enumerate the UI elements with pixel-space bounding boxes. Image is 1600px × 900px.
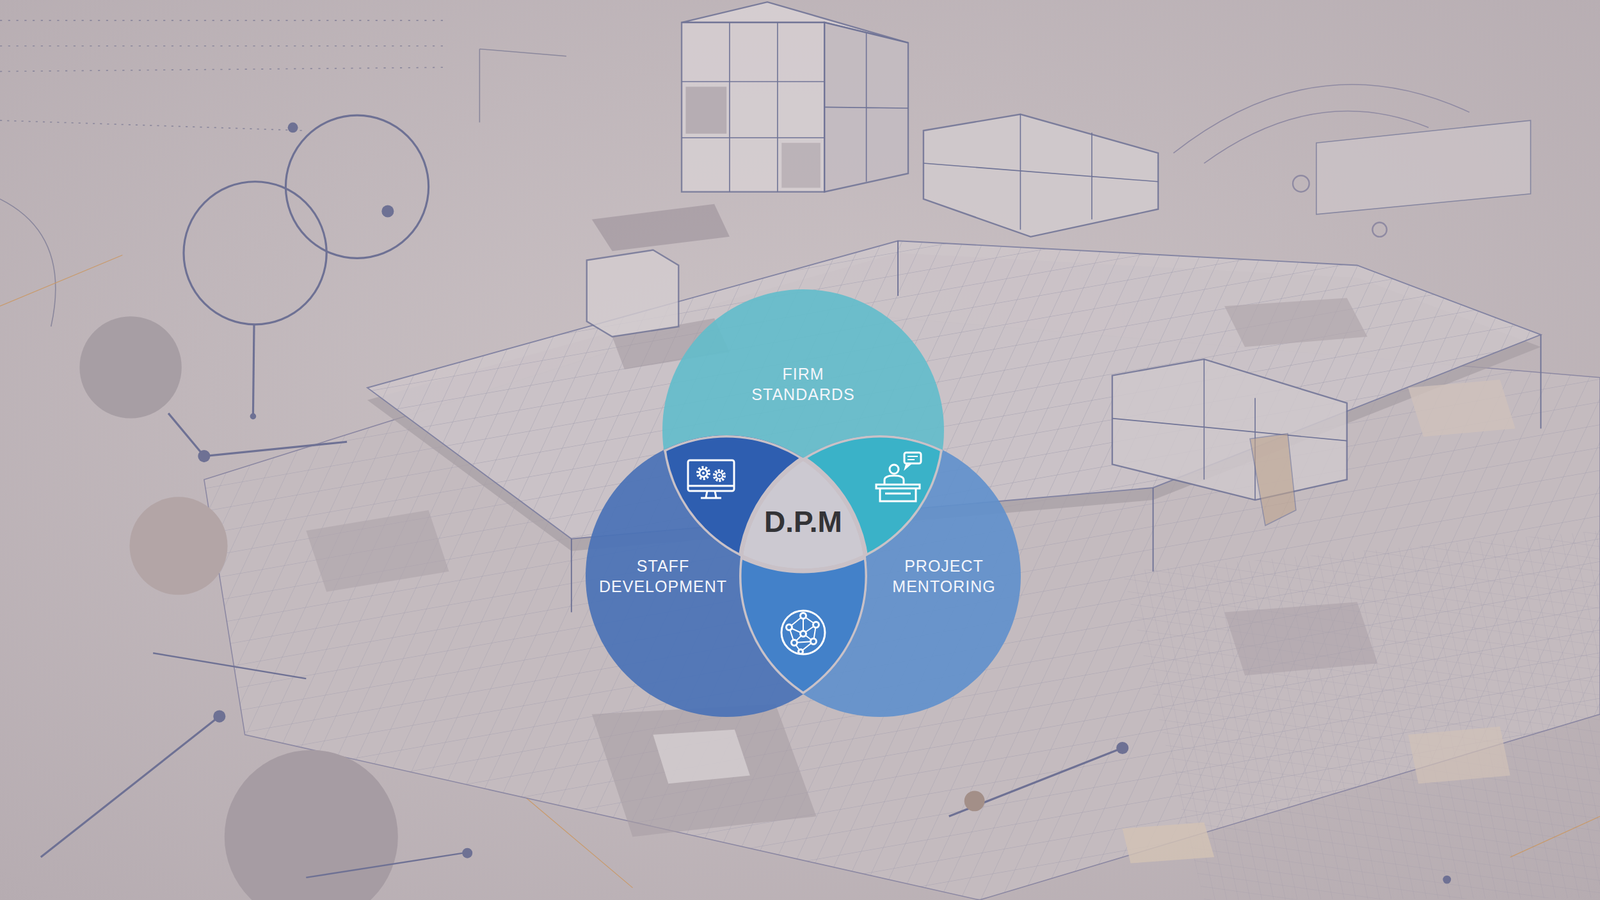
circle-region: PROJECT MENTORING bbox=[739, 435, 1021, 717]
label-group: STAFF DEVELOPMENT bbox=[594, 555, 733, 597]
segment-separators bbox=[585, 289, 1021, 717]
mentor-desk-icon bbox=[876, 452, 921, 502]
hub-label: D.P.M bbox=[764, 504, 843, 539]
circle-label: STAFF DEVELOPMENT bbox=[594, 555, 733, 597]
decorative-circles bbox=[40, 115, 1451, 900]
center-hub: D.P.M bbox=[764, 504, 843, 539]
circle-shape bbox=[739, 435, 1021, 717]
circle-label: PROJECT MENTORING bbox=[880, 555, 1008, 597]
circle-fill bbox=[739, 435, 1021, 717]
monitor-gears-icon bbox=[688, 460, 735, 498]
network-globe-icon bbox=[781, 610, 825, 655]
circle-label: FIRM STANDARDS bbox=[739, 363, 868, 405]
label-group: D.P.M bbox=[764, 504, 843, 539]
sketch-lines bbox=[0, 20, 1600, 888]
label-group: FIRM STANDARDS bbox=[739, 363, 868, 405]
label-group: PROJECT MENTORING bbox=[880, 555, 1008, 597]
